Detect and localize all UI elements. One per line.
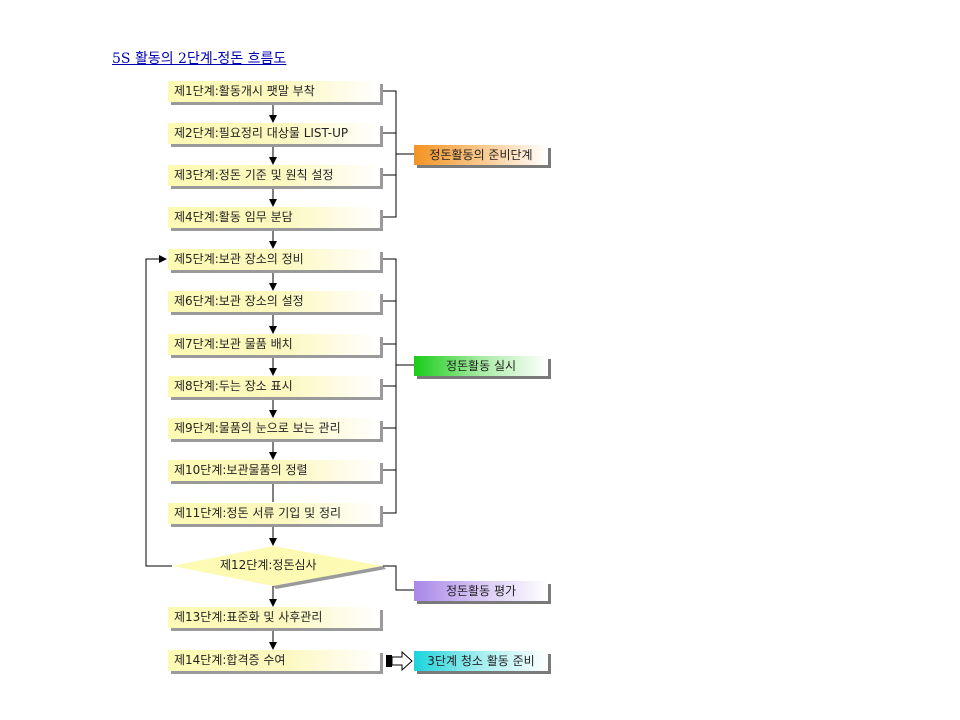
decision-diamond [172,546,383,586]
step-12: 제12단계:정돈심사 [220,558,317,572]
step-13: 제13단계:표준화 및 사후관리 [168,607,380,628]
label-exec-stage: 정돈활동 실시 [414,356,548,376]
step-3: 제3단계:정돈 기준 및 원칙 설정 [168,165,380,186]
step-6: 제6단계:보관 장소의 설정 [168,291,380,312]
step-8: 제8단계:두는 장소 표시 [168,376,380,397]
page-title: 5S 활동의 2단계-정돈 흐름도 [112,51,287,67]
label-next-stage: 3단계 청소 활동 준비 [414,651,548,671]
step-5: 제5단계:보관 장소의 정비 [168,249,380,270]
label-prep-stage: 정돈활동의 준비단계 [414,145,548,165]
bracket-eval [383,565,414,591]
step-4: 제4단계:활동 임무 분담 [168,207,380,228]
next-stage-arrow [386,650,413,672]
step-14: 제14단계:합격증 수여 [168,650,380,671]
feedback-loop [145,255,172,567]
step-7: 제7단계:보관 물품 배치 [168,334,380,355]
step-10: 제10단계:보관물품의 정렬 [168,460,380,481]
step-2: 제2단계:필요정리 대상물 LIST-UP [168,123,380,144]
step-11: 제11단계:정돈 서류 기입 및 정리 [168,503,380,524]
bracket-prep [383,90,397,218]
step-9: 제9단계:물품의 눈으로 보는 관리 [168,418,380,439]
label-eval-stage: 정돈활동 평가 [414,581,548,601]
step-1: 제1단계:활동개시 팻말 부착 [168,81,380,102]
